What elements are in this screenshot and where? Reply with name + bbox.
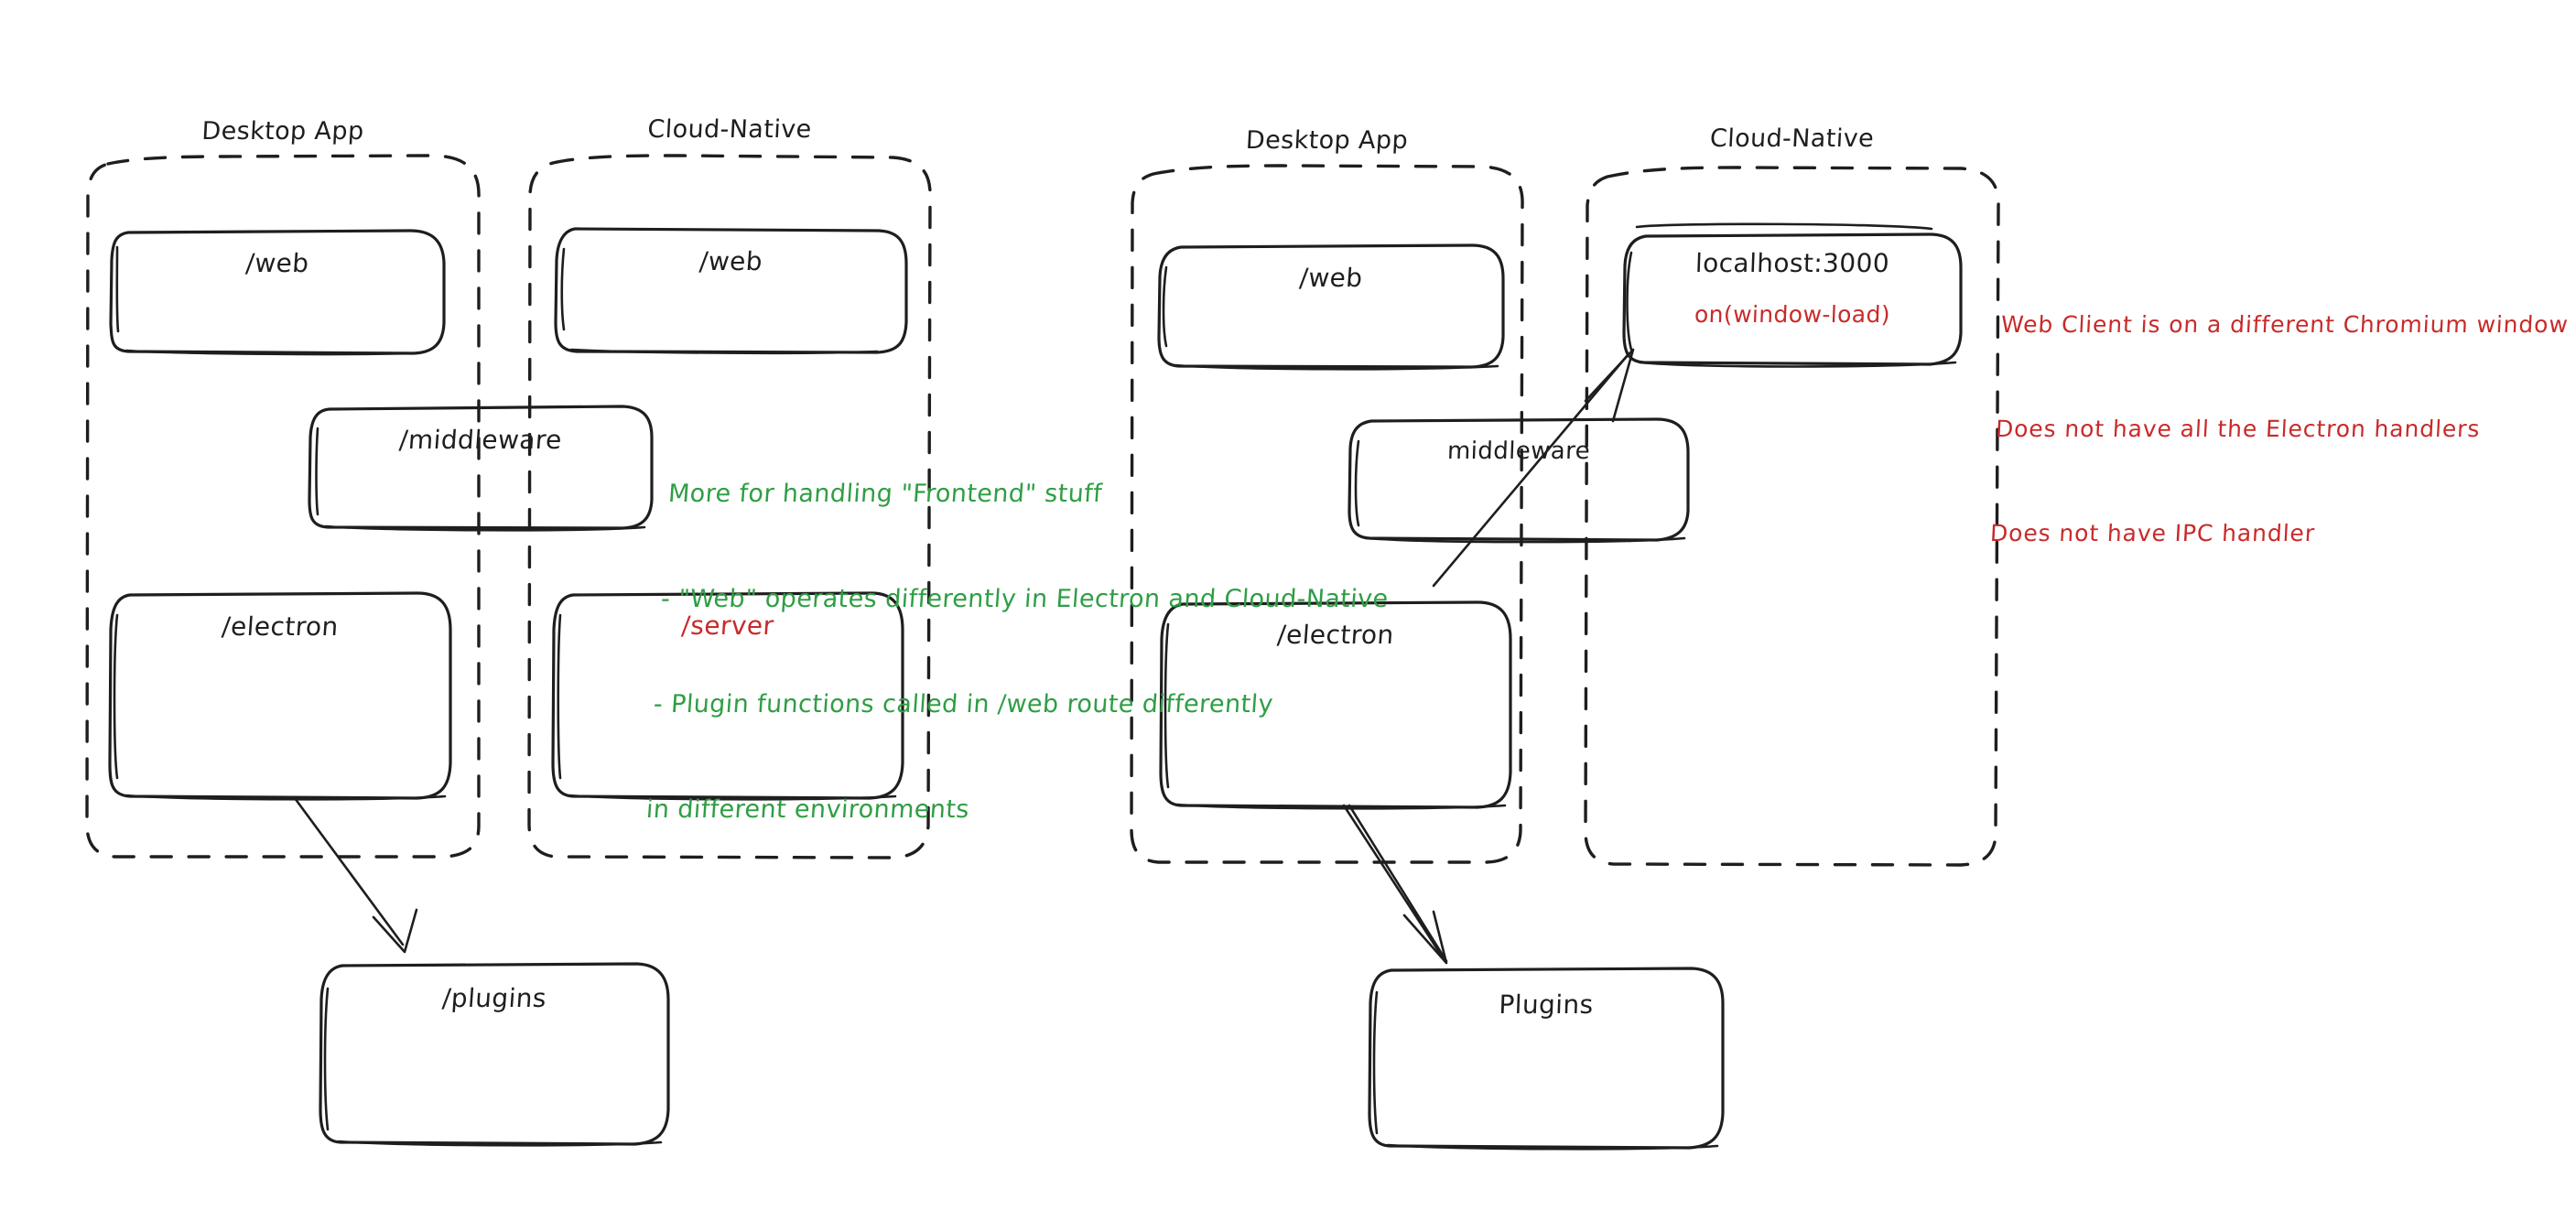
- box-label-electron-right: /electron: [1276, 620, 1395, 650]
- box-label-web-right: /web: [1298, 263, 1364, 293]
- group-outline-desktop-app-left: [85, 154, 481, 859]
- group-title-cloud-native-left: Cloud-Native: [646, 115, 813, 144]
- annotation-green-line-2: - "Web" operates differently in Electron…: [659, 584, 1390, 613]
- arrow-electron-to-plugins-left: [293, 796, 405, 946]
- arrowhead-electron-to-plugins-left: [372, 908, 418, 954]
- arrow-electron-to-plugins-right-2: [1348, 804, 1448, 963]
- arrowhead-electron-to-plugins-right: [1402, 910, 1448, 965]
- annotation-red-note: Web Client is on a different Chromium wi…: [1986, 238, 2573, 621]
- arrow-electron-to-localhost: [1432, 353, 1629, 588]
- group-title-desktop-app-left: Desktop App: [200, 117, 365, 146]
- annotation-green-line-1: More for handling "Frontend" stuff: [667, 479, 1104, 508]
- group-outline-cloud-native-right: [1584, 166, 2000, 867]
- box-electron-right-sketch-overlay: [1164, 622, 1507, 810]
- box-middleware-right-sketch-overlay: [1354, 439, 1686, 544]
- box-label-web-cloud-left: /web: [698, 246, 764, 276]
- group-title-cloud-native-right: Cloud-Native: [1709, 124, 1875, 153]
- group-outline-cloud-native-left: [527, 154, 932, 859]
- box-label-plugins-right: Plugins: [1498, 989, 1595, 1020]
- box-plugins-right-sketch-overlay: [1372, 990, 1719, 1151]
- box-label-electron-left: /electron: [221, 611, 340, 642]
- box-label-localhost-right: localhost:3000: [1694, 248, 1890, 278]
- arrow-electron-to-plugins-right: [1342, 804, 1445, 959]
- group-outline-desktop-app-right: [1130, 164, 1524, 864]
- arrowhead-electron-to-localhost: [1584, 348, 1635, 423]
- box-localhost-right-sketch-overlay: [1626, 222, 1957, 368]
- box-web-cloud-left-sketch-overlay: [560, 247, 879, 355]
- box-web-right-sketch-overlay: [1162, 265, 1499, 371]
- annotation-red-line-1: Web Client is on a different Chromium wi…: [2000, 311, 2570, 338]
- box-label-middleware-left: /middleware: [398, 425, 563, 455]
- box-label-on-window-load: on(window-load): [1694, 301, 1891, 328]
- box-middleware-left-sketch-overlay: [315, 427, 646, 532]
- box-web-left-sketch-overlay: [115, 245, 414, 356]
- box-label-web-left: /web: [244, 248, 310, 278]
- annotation-green-line-4: in different environments: [644, 794, 970, 824]
- annotation-red-line-2: Does not have all the Electron handlers: [1995, 416, 2482, 442]
- box-web-left[interactable]: [109, 229, 446, 355]
- box-server-left-sketch-overlay: [557, 613, 897, 801]
- box-electron-left-sketch-overlay: [113, 613, 447, 801]
- box-label-plugins-left: /plugins: [440, 983, 548, 1013]
- group-title-desktop-app-right: Desktop App: [1245, 126, 1409, 155]
- box-label-middleware-right: middleware: [1446, 438, 1591, 465]
- annotation-red-line-3: Does not have IPC handler: [1989, 520, 2316, 546]
- box-plugins-left-sketch-overlay: [323, 987, 663, 1147]
- annotation-green-line-3: - Plugin functions called in /web route …: [652, 689, 1274, 719]
